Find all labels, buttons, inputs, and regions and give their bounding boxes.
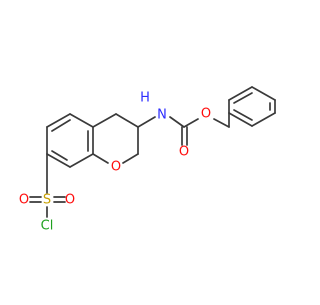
bond: [115, 113, 139, 128]
bond: [228, 112, 253, 127]
bond: [169, 116, 185, 128]
bond: [183, 118, 199, 128]
atom-label-carbonyl-oxygen: O: [179, 145, 189, 160]
bond: [213, 118, 230, 128]
atom-label-nitrogen: N: [157, 108, 167, 123]
bond: [137, 116, 156, 128]
bond: [69, 113, 94, 128]
bond: [92, 153, 109, 164]
atom-label-ester-oxygen: O: [201, 107, 211, 122]
bond: [46, 153, 71, 168]
molecule-drawing: N H O O O S O O Cl: [19, 86, 276, 234]
atom-label-sulfur: S: [43, 193, 51, 208]
bond: [233, 92, 253, 104]
atom-label-sulfonyl-oxygen-left: O: [19, 193, 29, 208]
bond: [69, 153, 94, 168]
bond: [233, 109, 253, 121]
bond: [122, 153, 139, 164]
atom-label-ring-oxygen: O: [111, 160, 121, 175]
bond: [228, 86, 253, 101]
atom-label-sulfonyl-oxygen-right: O: [65, 193, 75, 208]
atom-label-chlorine: Cl: [41, 219, 54, 234]
bond: [46, 113, 71, 128]
bond: [251, 86, 276, 101]
bond: [251, 112, 276, 127]
atom-label-hydrogen: H: [140, 91, 150, 106]
bond: [51, 119, 71, 132]
bond: [51, 150, 68, 161]
molecule-structure: N H O O O S O O Cl: [19, 86, 276, 234]
bond-lines: [29, 86, 276, 218]
bond: [92, 113, 117, 128]
